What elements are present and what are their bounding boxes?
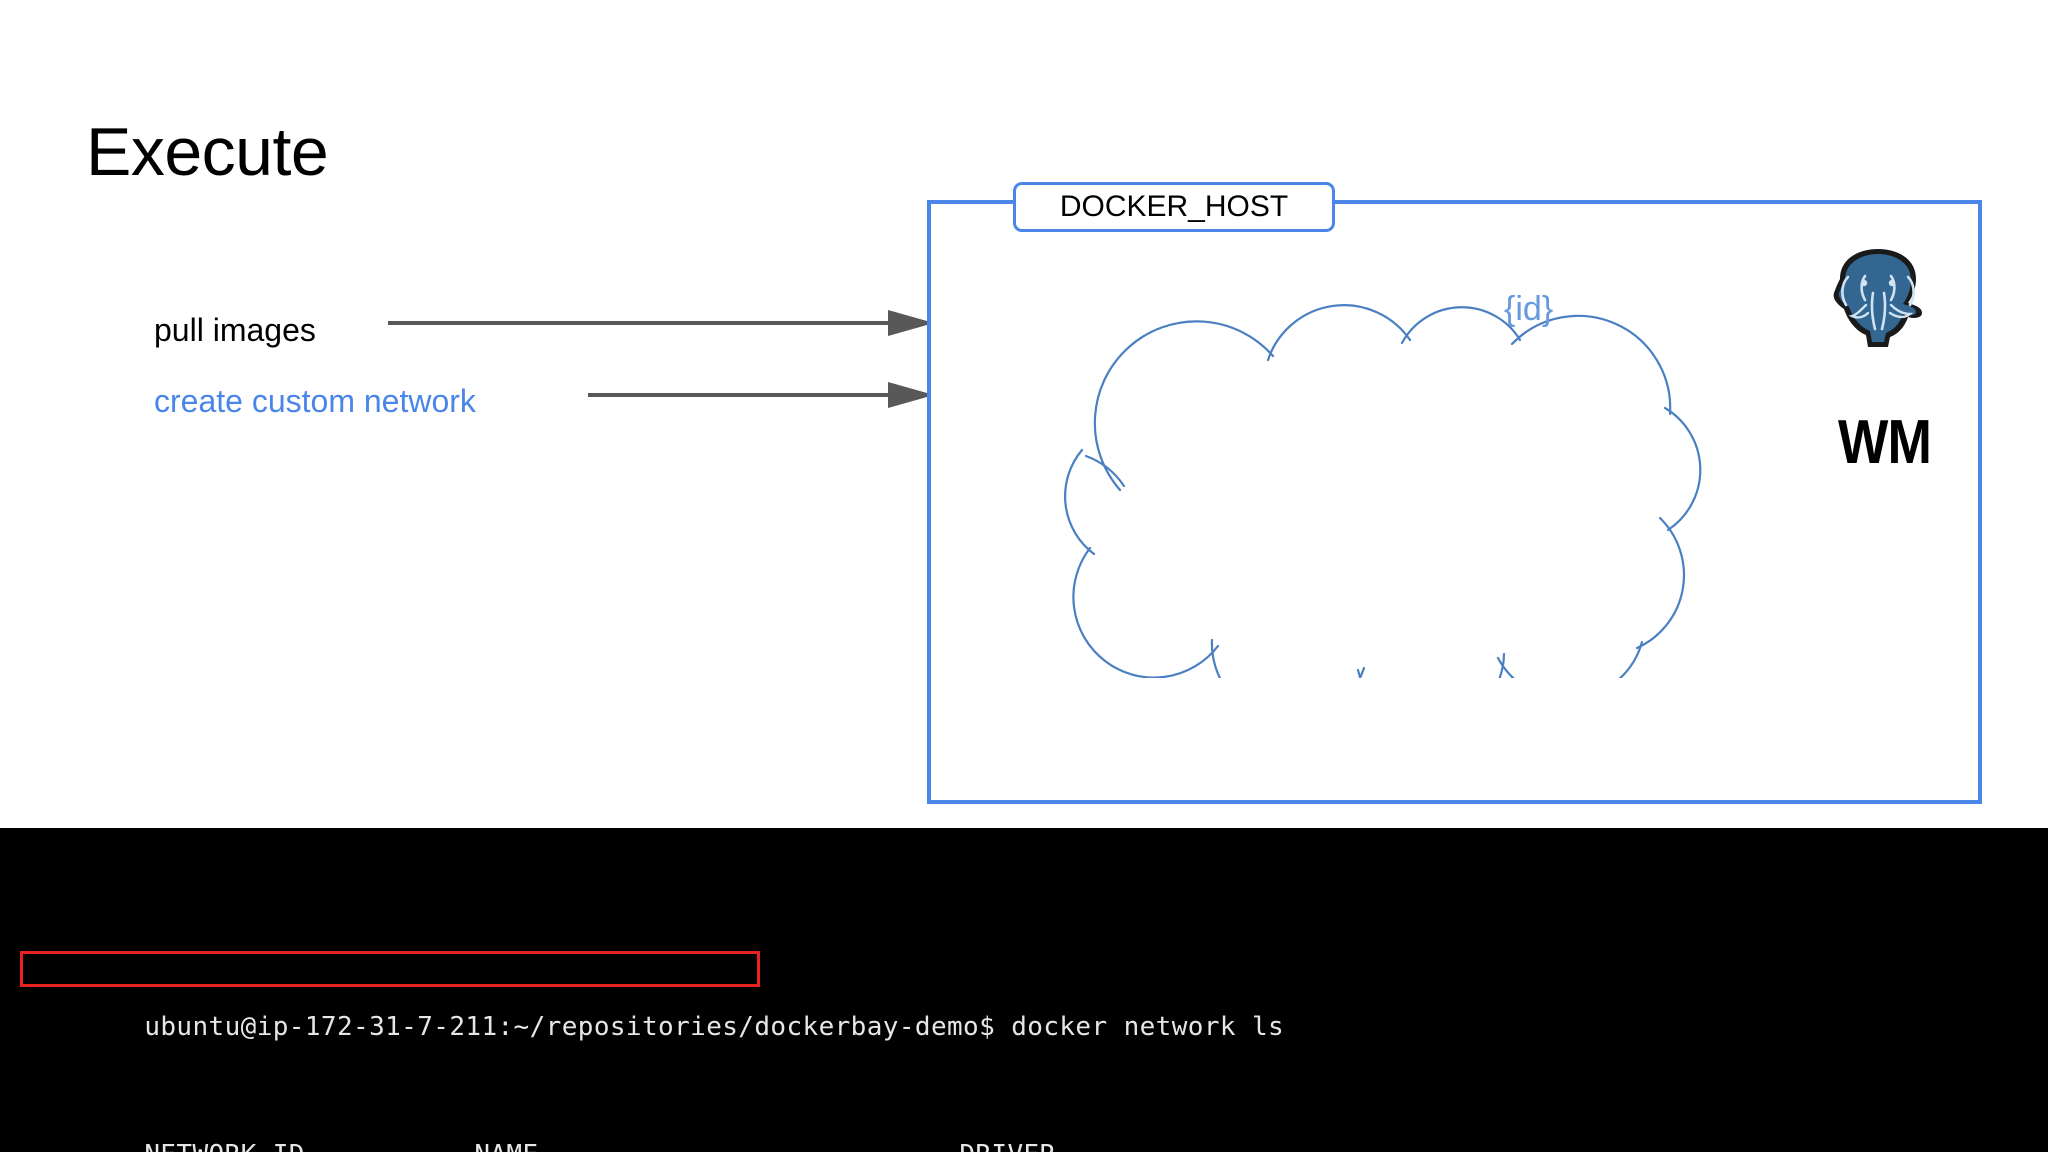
- slide-canvas: Execute pull images create custom networ…: [86, 114, 1982, 804]
- step-label-create-custom-network: create custom network: [154, 383, 476, 419]
- terminal-header-row: NETWORK IDNAMEDRIVER: [48, 1107, 1284, 1152]
- column-header-network-id: NETWORK ID: [144, 1139, 474, 1152]
- arrow-create-network-icon: [588, 382, 934, 408]
- terminal-output: ubuntu@ip-172-31-7-211:~/repositories/do…: [48, 883, 1284, 1152]
- cloud-shape: [1020, 218, 1720, 729]
- docker-host-container: [927, 200, 1982, 804]
- terminal-prompt-line: ubuntu@ip-172-31-7-211:~/repositories/do…: [48, 979, 1284, 1042]
- page-title: Execute: [86, 114, 329, 190]
- database-caption: WM: [1838, 408, 1932, 477]
- column-header-name: NAME: [474, 1139, 959, 1152]
- docker-host-label: DOCKER_HOST: [1013, 182, 1335, 232]
- postgresql-elephant-logo: [1818, 243, 1938, 353]
- step-label-pull-images: pull images: [154, 312, 316, 348]
- cloud-id-text: {id}: [1504, 290, 1554, 328]
- terminal-prompt-text: ubuntu@ip-172-31-7-211:~/repositories/do…: [144, 1012, 1285, 1042]
- arrow-pull-images-icon: [388, 310, 934, 336]
- column-header-driver: DRIVER: [959, 1139, 1055, 1152]
- terminal-panel[interactable]: ubuntu@ip-172-31-7-211:~/repositories/do…: [0, 828, 2048, 1152]
